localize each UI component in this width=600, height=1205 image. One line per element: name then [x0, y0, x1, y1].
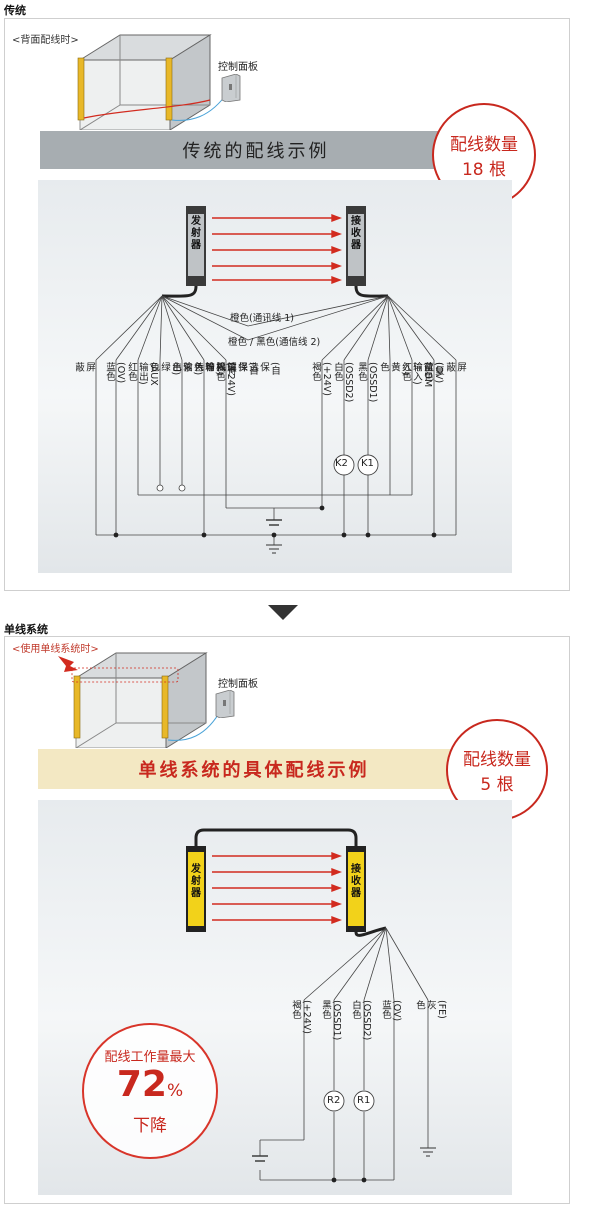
reduction-suffix: 下降	[133, 1116, 167, 1136]
receiver-label-1: 接收器	[351, 216, 361, 251]
control-panel-icon-2	[215, 690, 235, 718]
wire-label-ossd1: (OSSD1)黑色	[356, 362, 378, 403]
badge-value: 5 根	[480, 775, 514, 795]
single-wire-banner: 单线系统的具体配线示例	[38, 749, 470, 789]
relay-r2: R2	[327, 1095, 341, 1106]
relay-r1: R1	[357, 1095, 371, 1106]
control-panel-icon-1	[221, 74, 241, 102]
reduction-value-wrap: 72%	[117, 1065, 183, 1111]
wire-label-ossd2: (OSSD2)白色	[332, 362, 354, 403]
single-wire-banner-text: 单线系统的具体配线示例	[138, 760, 370, 781]
badge-label: 配线数量	[450, 135, 518, 155]
wire-label-aux: (AUX 输出)红色	[126, 362, 159, 386]
conventional-banner: 传统的配线示例	[40, 131, 472, 169]
single-wire-wiring-diagram	[186, 828, 436, 1183]
wire-label-edm: (EDM 输入)红色	[400, 362, 433, 388]
reduction-label: 配线工作量最大	[104, 1050, 196, 1065]
conventional-cage-illustration	[77, 34, 229, 130]
wire-label-24v: (+24V)褐色	[290, 1000, 312, 1034]
wire-label-interlock-wait: (自保解除等待输出)绿色	[148, 362, 258, 376]
wire-label-24v-right: (+24V)褐色	[310, 362, 332, 396]
single-wire-usage-label: <使用单线系统时>	[12, 644, 99, 655]
conventional-diagram-bg	[38, 180, 512, 573]
reduction-value: 72	[116, 1064, 167, 1105]
wire-label-shield-left: 屏蔽	[73, 362, 95, 372]
conventional-banner-text: 传统的配线示例	[182, 141, 330, 162]
wire-label-ossd1: (OSSD1)黑色	[320, 1000, 342, 1041]
wire-label-shield-right: 屏蔽	[444, 362, 466, 372]
rear-wiring-label: <背面配线时>	[12, 35, 79, 46]
comm-line-label-1: 橙色(通讯线 1)	[230, 313, 294, 324]
wire-label-fe: (FE)灰色	[414, 1000, 447, 1019]
control-panel-label-2: 控制面板	[218, 679, 258, 690]
single-wire-cage-illustration	[58, 652, 223, 748]
badge-value: 18 根	[461, 160, 507, 180]
section-title-conventional: 传统	[4, 4, 26, 17]
wire-label-24v-left: (+24V)褐色	[214, 362, 236, 396]
wire-label-0v-left: (OV)蓝色	[104, 362, 126, 384]
receiver-label-2: 接收器	[351, 864, 361, 899]
wire-label-standby: (待机输入)紫色	[170, 362, 236, 376]
emitter-label-2: 发射器	[191, 864, 201, 899]
comm-line-label-2: 橙色 / 黑色(通信线 2)	[228, 337, 321, 348]
emitter-label-1: 发射器	[191, 216, 201, 251]
control-panel-label-1: 控制面板	[218, 62, 258, 73]
wire-label-reset: (复位输入)黄色	[378, 362, 444, 376]
section-title-single-wire: 单线系统	[4, 623, 48, 636]
badge-label: 配线数量	[463, 750, 531, 770]
wire-label-ossd2: (OSSD2)白色	[350, 1000, 372, 1041]
relay-k1: K1	[361, 458, 374, 469]
reduction-unit: %	[166, 1081, 184, 1101]
wire-label-interlock-select: (自保选择输入)粉色	[192, 362, 280, 376]
wire-label-0v-right: (OV)蓝色	[422, 362, 444, 384]
conventional-wiring-diagram	[95, 206, 457, 554]
reduction-badge: 配线工作量最大 72% 下降	[82, 1023, 218, 1159]
relay-k2: K2	[335, 458, 348, 469]
down-arrow-icon	[268, 605, 298, 620]
wire-label-0v: (OV)蓝色	[380, 1000, 402, 1022]
